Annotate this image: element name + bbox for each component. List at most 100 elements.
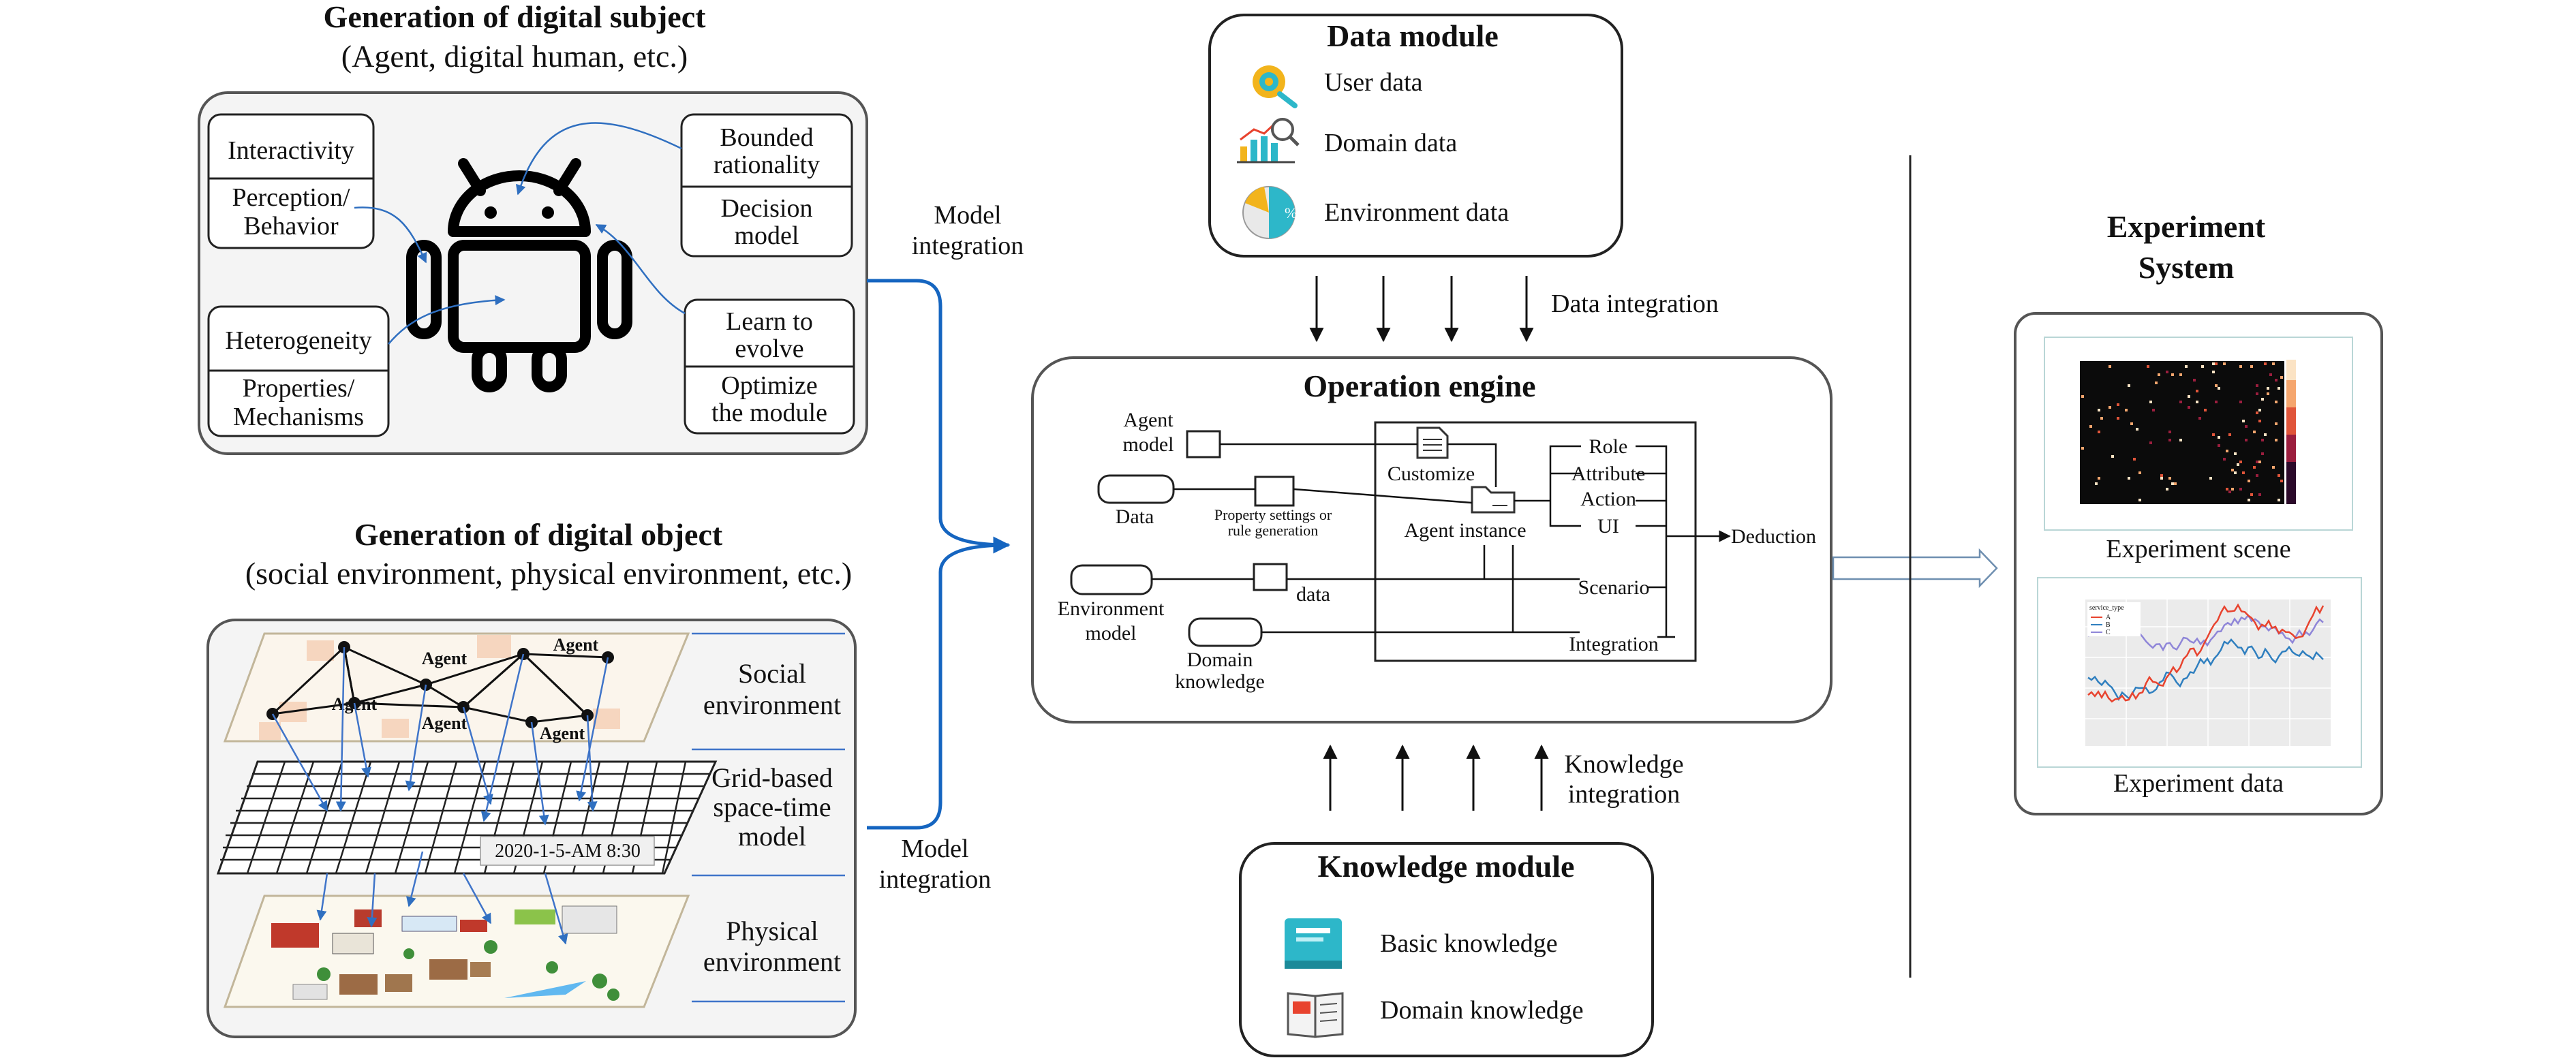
heatmap-cell bbox=[2256, 461, 2258, 463]
heatmap-cell bbox=[2149, 401, 2152, 403]
heatmap-cell bbox=[2234, 452, 2237, 455]
heatmap-cell bbox=[2248, 499, 2250, 501]
android-eye-right bbox=[542, 206, 554, 219]
heatmap-colorbar bbox=[2286, 360, 2296, 504]
perception-label-1: Perception/ bbox=[232, 183, 350, 212]
experiment-data-label: Experiment data bbox=[2113, 769, 2284, 798]
heatmap-cell bbox=[2128, 384, 2130, 387]
heatmap-cell bbox=[2261, 452, 2264, 455]
heatmap-cell bbox=[2204, 409, 2207, 411]
heatmap-cell bbox=[2272, 466, 2275, 469]
heatmap-cell bbox=[2275, 379, 2278, 382]
scenario-label: Scenario bbox=[1578, 576, 1650, 599]
trees-icon bbox=[317, 940, 619, 1001]
heatmap-cell bbox=[2081, 395, 2084, 398]
heatmap-cell bbox=[2171, 482, 2174, 485]
heatmap-cell bbox=[2160, 477, 2163, 480]
knowledge-integration-arrows bbox=[1323, 744, 1549, 811]
user-data-icon bbox=[1253, 65, 1298, 108]
heatmap-cell bbox=[2269, 373, 2272, 376]
agent-instance-label: Agent instance bbox=[1404, 519, 1526, 542]
bounded-label-1: Bounded bbox=[720, 123, 813, 152]
heatmap-cell bbox=[2256, 474, 2258, 477]
domain-knowledge-label-1: Domain bbox=[1187, 649, 1253, 671]
heatmap-cell bbox=[2245, 439, 2248, 441]
heatmap-cell bbox=[2256, 392, 2258, 395]
heatmap-cell bbox=[2239, 461, 2242, 463]
knowledge-module: Knowledge module Basic knowledge Domain … bbox=[1239, 842, 1654, 1057]
heatmap-cell bbox=[2231, 469, 2234, 471]
heatmap-cell bbox=[2098, 409, 2100, 411]
heatmap-cell bbox=[2109, 406, 2111, 409]
heatmap-cell bbox=[2138, 499, 2141, 501]
object-subtitle: (social environment, physical environmen… bbox=[245, 556, 852, 591]
interactivity-label: Interactivity bbox=[228, 136, 354, 165]
subject-subtitle: (Agent, digital human, etc.) bbox=[341, 39, 688, 74]
heatmap-cell bbox=[2275, 401, 2278, 403]
heatmap-cell bbox=[2223, 362, 2226, 365]
heatmap-cell bbox=[2212, 362, 2215, 365]
agent-model-box bbox=[1186, 430, 1221, 458]
object-title: Generation of digital object bbox=[354, 517, 723, 552]
heatmap-cell bbox=[2174, 482, 2177, 485]
heatmap-cell bbox=[2130, 422, 2133, 425]
user-data-label: User data bbox=[1324, 68, 1423, 97]
bounded-rationality-box bbox=[680, 113, 853, 258]
agent-model-label-1: Agent bbox=[1123, 409, 1174, 431]
heatmap-cell bbox=[2185, 365, 2188, 368]
heatmap-cell bbox=[2212, 371, 2215, 373]
layer-rules bbox=[692, 632, 845, 1003]
legend-item-c: C bbox=[2106, 629, 2111, 636]
heatmap-cell bbox=[2196, 390, 2198, 392]
heatmap-cell bbox=[2201, 365, 2204, 368]
heatmap-cell bbox=[2239, 401, 2242, 403]
domain-data-icon bbox=[1237, 118, 1300, 164]
knowledge-integration-label-2: integration bbox=[1568, 780, 1681, 809]
data-label: Data bbox=[1116, 505, 1154, 528]
heatmap-cell bbox=[2258, 493, 2261, 496]
document-icon bbox=[1416, 426, 1449, 459]
learn-label-1: Learn to bbox=[726, 307, 813, 336]
legend-item-b: B bbox=[2106, 621, 2111, 629]
line-plot-legend-title: service_type bbox=[2089, 604, 2124, 612]
heatmap-cell bbox=[2228, 491, 2231, 493]
heatmap-cells bbox=[2081, 362, 2283, 501]
property-label-1: Property settings or bbox=[1214, 506, 1332, 523]
digital-object-section: Generation of digital object (social env… bbox=[206, 517, 857, 1038]
heatmap-cell bbox=[2239, 488, 2242, 491]
data-small-label: data bbox=[1296, 583, 1330, 606]
basic-knowledge-icon bbox=[1285, 918, 1342, 969]
folder-icon bbox=[1471, 486, 1516, 514]
model-integration-brace bbox=[867, 279, 1009, 830]
heatmap-cell bbox=[2278, 387, 2280, 390]
heatmap-cell bbox=[2275, 439, 2278, 441]
heatmap-cell bbox=[2100, 417, 2103, 420]
heatmap-cell bbox=[2212, 433, 2215, 436]
environment-data-icon: % bbox=[1242, 186, 1297, 239]
domain-data-label: Domain data bbox=[1324, 129, 1457, 157]
knowledge-integration-label-1: Knowledge bbox=[1564, 750, 1683, 779]
heatmap-cell bbox=[2149, 441, 2152, 444]
model-integration-top-1: Model bbox=[934, 201, 1001, 230]
model-integration-bottom-2: integration bbox=[879, 865, 992, 894]
heatmap-cell bbox=[2261, 398, 2264, 401]
heatmap-cell bbox=[2133, 458, 2136, 461]
heatmap-cell bbox=[2218, 436, 2220, 439]
data-module-box bbox=[1208, 14, 1623, 258]
heatmap-cell bbox=[2188, 406, 2190, 409]
properties-label-2: Mechanisms bbox=[233, 403, 364, 431]
heatmap-cell bbox=[2237, 463, 2239, 466]
heatmap-cell bbox=[2280, 376, 2283, 379]
layer-connector-arrows bbox=[271, 647, 609, 945]
heatmap-cell bbox=[2253, 466, 2256, 469]
environment-model-box bbox=[1070, 564, 1153, 595]
line-plot-legend bbox=[2087, 602, 2141, 636]
heatmap-cell bbox=[2228, 433, 2231, 436]
heatmap-cell bbox=[2152, 409, 2155, 411]
heatmap-cell bbox=[2168, 431, 2171, 433]
grid-model-label-2: space-time bbox=[713, 792, 831, 822]
heatmap-cell bbox=[2264, 433, 2267, 436]
digital-subject-section: Generation of digital subject (Agent, di… bbox=[198, 0, 868, 455]
series-line-a bbox=[2087, 603, 2325, 703]
data-module: Data module User data Domain data % Envi… bbox=[1208, 14, 1623, 258]
